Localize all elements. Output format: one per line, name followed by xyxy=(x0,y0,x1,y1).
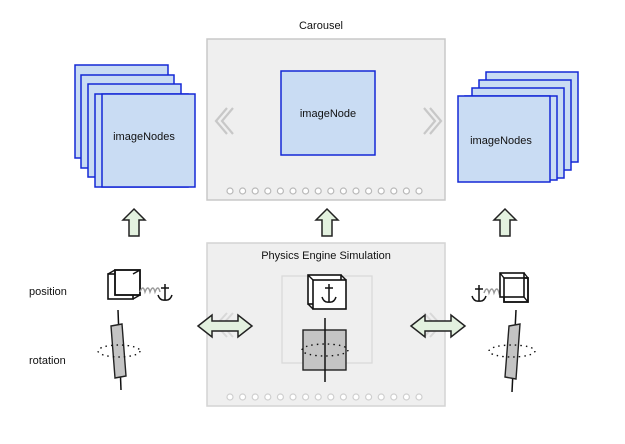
pagination-dot[interactable] xyxy=(251,393,259,401)
center-rotation-body xyxy=(301,318,349,382)
physics-title: Physics Engine Simulation xyxy=(261,250,391,262)
anchor-icon xyxy=(157,284,173,301)
double-arrow-icon xyxy=(196,313,254,339)
up-arrow-icon xyxy=(492,207,518,237)
pagination-dot[interactable] xyxy=(289,393,297,401)
pagination-dot[interactable] xyxy=(226,187,234,195)
pagination-dot[interactable] xyxy=(402,393,410,401)
pagination-dot[interactable] xyxy=(314,187,322,195)
pagination-dot[interactable] xyxy=(377,187,385,195)
pagination-dot[interactable] xyxy=(377,393,385,401)
chevron-right-icon[interactable] xyxy=(423,107,443,135)
up-arrow-icon xyxy=(314,207,340,237)
pagination-dot[interactable] xyxy=(251,187,259,195)
right-rotation-body xyxy=(488,309,536,393)
pagination-dot[interactable] xyxy=(415,187,423,195)
pagination-dot[interactable] xyxy=(302,187,310,195)
physics-pagination-dots xyxy=(226,393,423,401)
pagination-dot[interactable] xyxy=(327,187,335,195)
right-image-stack: imageNodes xyxy=(457,71,579,183)
pagination-dot[interactable] xyxy=(352,393,360,401)
anchor-icon xyxy=(471,285,487,302)
stack-card-front xyxy=(101,93,196,188)
stack-card-front xyxy=(457,95,551,183)
left-image-stack: imageNodes xyxy=(74,64,196,188)
pagination-dot[interactable] xyxy=(390,393,398,401)
pagination-dot[interactable] xyxy=(339,393,347,401)
pagination-dot[interactable] xyxy=(415,393,423,401)
left-rotation-body xyxy=(97,309,141,391)
up-arrow-icon xyxy=(121,207,147,237)
double-arrow-icon xyxy=(409,313,467,339)
center-position-body xyxy=(307,274,347,310)
pagination-dot[interactable] xyxy=(352,187,360,195)
pagination-dot[interactable] xyxy=(239,393,247,401)
right-position-body xyxy=(471,272,529,303)
pagination-dot[interactable] xyxy=(402,187,410,195)
pagination-dot[interactable] xyxy=(276,393,284,401)
row-label-rotation: rotation xyxy=(29,355,66,367)
pagination-dot[interactable] xyxy=(390,187,398,195)
pagination-dot[interactable] xyxy=(239,187,247,195)
carousel-panel: Carousel imageNode xyxy=(206,20,446,201)
right-stack-label: imageNodes xyxy=(470,135,532,147)
chevron-left-icon[interactable] xyxy=(214,107,234,135)
left-stack-label: imageNodes xyxy=(113,131,175,143)
pagination-dot[interactable] xyxy=(289,187,297,195)
carousel-center-node xyxy=(280,70,376,156)
pagination-dot[interactable] xyxy=(365,393,373,401)
row-label-position: position xyxy=(29,286,67,298)
pagination-dot[interactable] xyxy=(276,187,284,195)
anchor-icon xyxy=(321,284,337,303)
pagination-dot[interactable] xyxy=(226,393,234,401)
carousel-center-node-label: imageNode xyxy=(300,108,356,120)
carousel-title: Carousel xyxy=(299,20,343,32)
pagination-dot[interactable] xyxy=(365,187,373,195)
carousel-pagination-dots xyxy=(226,187,423,195)
pagination-dot[interactable] xyxy=(302,393,310,401)
pagination-dot[interactable] xyxy=(339,187,347,195)
spring-icon xyxy=(139,287,161,295)
pagination-dot[interactable] xyxy=(327,393,335,401)
pagination-dot[interactable] xyxy=(264,187,272,195)
pagination-dot[interactable] xyxy=(314,393,322,401)
pagination-dot[interactable] xyxy=(264,393,272,401)
left-position-body xyxy=(107,269,173,301)
